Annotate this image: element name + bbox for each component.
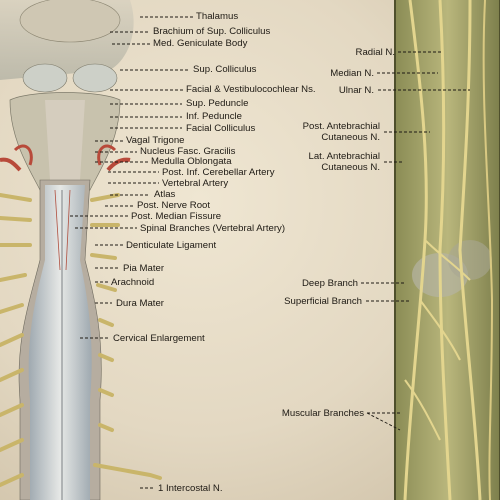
- label-deep-branch: Deep Branch: [302, 278, 358, 289]
- label-atlas: Atlas: [154, 189, 176, 200]
- label-ulnar-n: Ulnar N.: [338, 85, 374, 96]
- label-post-median-fissure: Post. Median Fissure: [131, 211, 222, 222]
- brainstem-illustration: [0, 0, 134, 191]
- spinal-cord-illustration: [18, 179, 102, 500]
- label-median-n: Median N.: [330, 68, 374, 79]
- forearm-illustration: [394, 0, 500, 500]
- label-post-antebrachial-line2: Cutaneous N.: [321, 132, 380, 143]
- right-leader-lines: [361, 51, 470, 431]
- label-cervical-enlargement: Cervical Enlargement: [113, 333, 205, 344]
- label-intercostal-n: 1 Intercostal N.: [158, 483, 223, 494]
- label-arachnoid: Arachnoid: [111, 277, 155, 288]
- label-sup-colliculus: Sup. Colliculus: [193, 64, 257, 75]
- label-denticulate-ligament: Denticulate Ligament: [126, 240, 217, 251]
- left-leader-lines: [70, 16, 193, 489]
- label-inf-peduncle: Inf. Peduncle: [186, 111, 243, 122]
- label-post-antebrachial-line1: Post. Antebrachial: [302, 121, 380, 132]
- label-radial-n: Radial N.: [355, 47, 395, 58]
- label-muscular-branches: Muscular Branches: [281, 408, 364, 419]
- label-vertebral-artery: Vertebral Artery: [162, 178, 229, 189]
- label-medulla-oblongata: Medulla Oblongata: [151, 156, 232, 167]
- label-brachium-sup-colliculus: Brachium of Sup. Colliculus: [153, 26, 271, 37]
- label-thalamus: Thalamus: [196, 11, 239, 22]
- label-lat-antebrachial-cutaneous: Lat. Antebrachial Cutaneous N.: [290, 151, 380, 173]
- label-post-antebrachial-cutaneous: Post. Antebrachial Cutaneous N.: [290, 121, 380, 143]
- label-dura-mater: Dura Mater: [116, 298, 164, 309]
- label-facial-vestibulocochlear: Facial & Vestibulocochlear Ns.: [186, 84, 316, 95]
- nerve-roots: [0, 193, 162, 487]
- label-med-geniculate-body: Med. Geniculate Body: [153, 38, 248, 49]
- label-pia-mater: Pia Mater: [123, 263, 165, 274]
- label-spinal-branches: Spinal Branches (Vertebral Artery): [140, 223, 286, 234]
- label-lat-antebrachial-line2: Cutaneous N.: [321, 162, 380, 173]
- label-lat-antebrachial-line1: Lat. Antebrachial: [308, 151, 380, 162]
- label-facial-colliculus: Facial Colliculus: [186, 123, 256, 134]
- label-post-inf-cerebellar-artery: Post. Inf. Cerebellar Artery: [162, 167, 275, 178]
- label-nucleus-fasc-gracilis: Nucleus Fasc. Gracilis: [140, 146, 236, 157]
- label-superficial-branch: Superficial Branch: [284, 296, 362, 307]
- label-sup-peduncle: Sup. Peduncle: [186, 98, 249, 109]
- label-post-nerve-root: Post. Nerve Root: [137, 200, 211, 211]
- label-vagal-trigone: Vagal Trigone: [126, 135, 185, 146]
